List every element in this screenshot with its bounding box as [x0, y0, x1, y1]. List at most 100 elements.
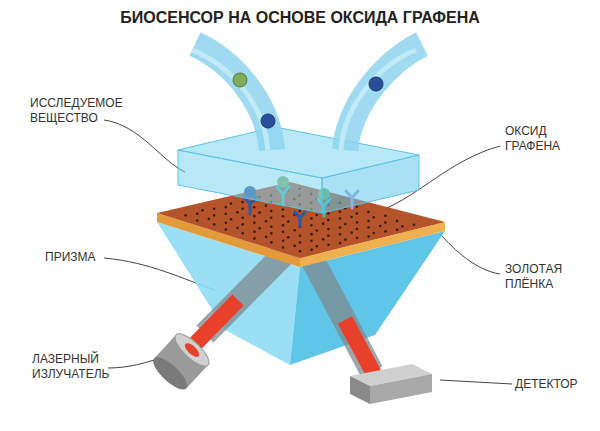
graphene-dot: [384, 214, 387, 217]
graphene-dot: [367, 235, 370, 238]
sample-cell: [178, 127, 419, 178]
graphene-dot: [322, 222, 325, 225]
graphene-dot: [310, 224, 313, 227]
laser-emitter: [170, 329, 213, 371]
graphene-dot: [293, 229, 296, 232]
tube: [345, 44, 422, 150]
detector: [350, 364, 432, 404]
graphene-dot: [213, 214, 216, 217]
graphene-dot: [344, 223, 347, 226]
graphene-dot: [287, 220, 290, 223]
graphene-dot: [327, 234, 330, 237]
graphene-dot: [310, 240, 313, 243]
tube: [192, 44, 422, 150]
graphene-dot: [253, 231, 256, 234]
graphene-dot: [339, 242, 342, 245]
graphene-dot: [282, 215, 285, 218]
graphene-dot: [230, 202, 233, 205]
graphene-dot: [322, 238, 325, 241]
laser-emitter: [183, 341, 202, 359]
graphene-dot: [339, 233, 342, 236]
graphene-dot: [299, 250, 302, 253]
graphene-dot: [310, 217, 313, 220]
graphene-dot: [201, 209, 204, 212]
molecule: [233, 73, 247, 87]
graphene-dot: [265, 220, 268, 223]
graphene-dot: [384, 230, 387, 233]
graphene-dot: [265, 204, 268, 207]
graphene-dot: [224, 206, 227, 209]
graphene-dot: [298, 210, 301, 213]
graphene-dot: [213, 207, 216, 210]
graphene-dot: [270, 232, 273, 235]
detector: [370, 374, 432, 404]
graphene-dot: [339, 217, 342, 220]
graphene-dot: [270, 241, 273, 244]
graphene-dot: [310, 233, 313, 236]
graphene-dot: [356, 212, 359, 215]
graphene-dot: [299, 241, 302, 244]
graphene-dot: [253, 237, 256, 240]
callout-label: ОКСИД ГРАФЕНА: [505, 124, 560, 154]
tube: [192, 50, 268, 150]
graphene-dot: [327, 219, 330, 222]
graphene-dot: [367, 211, 370, 214]
graphene-dot: [282, 240, 285, 243]
graphene-dot: [356, 205, 359, 208]
graphene-dot: [241, 216, 244, 219]
callout-label: ЗОЛОТАЯ ПЛЁНКА: [505, 262, 562, 292]
tube: [195, 44, 272, 150]
graphene-dot: [356, 228, 359, 231]
graphene-dot: [253, 222, 256, 225]
graphene-dot: [236, 227, 239, 230]
graphene-dot: [282, 246, 285, 249]
laser-emitter: [149, 353, 192, 395]
graphene-dot: [339, 211, 342, 214]
graphene-dot: [282, 224, 285, 227]
graphene-dot: [350, 231, 353, 234]
graphene-dot: [225, 228, 228, 231]
graphene-dot: [225, 222, 228, 225]
graphene-dot: [241, 207, 244, 210]
graphene-dot: [396, 220, 399, 223]
graphene-dot: [350, 216, 353, 219]
graphene-dot: [213, 223, 216, 226]
leader-line: [108, 358, 160, 368]
graphene-dot: [339, 226, 342, 229]
graphene-dot: [258, 227, 261, 230]
diagram-title: БИОСЕНСОР НА ОСНОВЕ ОКСИДА ГРАФЕНА: [0, 9, 600, 27]
callout-label: ЛАЗЕРНЫЙ ИЗЛУЧАТЕЛЬ: [32, 352, 109, 382]
graphene-dot: [356, 221, 359, 224]
graphene-dot: [401, 225, 404, 228]
graphene-dot: [270, 225, 273, 228]
graphene-dot: [270, 216, 273, 219]
graphene-dot: [270, 210, 273, 213]
molecule: [369, 77, 383, 91]
molecule: [233, 73, 383, 128]
detector: [350, 376, 370, 404]
graphene-dot: [327, 243, 330, 246]
graphene-dot: [282, 231, 285, 234]
callout-label: ДЕТЕКТОР: [515, 377, 578, 392]
graphene-dot: [344, 238, 347, 241]
laser-beam: [345, 320, 374, 374]
graphene-dot: [230, 218, 233, 221]
leader-line: [104, 120, 512, 384]
laser-beam: [196, 300, 238, 343]
graphene-dot: [316, 245, 319, 248]
graphene-dot: [241, 223, 244, 226]
graphene-dot: [224, 213, 227, 216]
graphene-dot: [287, 236, 290, 239]
graphene-dot: [315, 229, 318, 232]
graphene-dot: [413, 223, 416, 226]
graphene-dot: [367, 226, 370, 229]
graphene-dot: [242, 232, 245, 235]
graphene-dot: [396, 229, 399, 232]
graphene-dot: [253, 215, 256, 218]
receptor: [295, 212, 305, 226]
callout-label: ПРИЗМА: [45, 250, 96, 265]
graphene-dot: [367, 220, 370, 223]
callout-label: ИССЛЕДУЕМОЕ ВЕЩЕСТВО: [30, 96, 123, 126]
